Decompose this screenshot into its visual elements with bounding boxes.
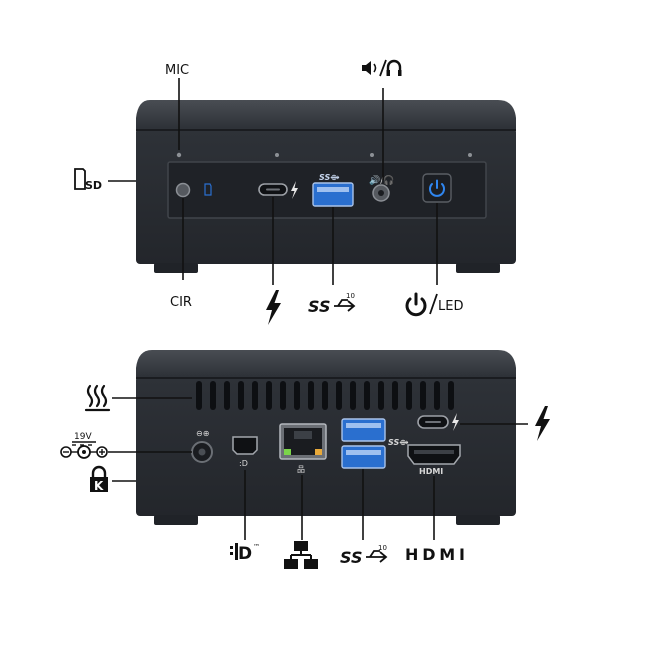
mini-displayport-icon: D ™ xyxy=(230,543,260,564)
hdmi-port xyxy=(407,444,461,465)
usb-superspeed-10-icon: SS 10 xyxy=(308,292,356,316)
rear-foot-right xyxy=(456,515,500,525)
svg-text:SS: SS xyxy=(340,548,362,567)
front-audio-small-icon: 🔊/🎧 xyxy=(369,174,394,186)
ethernet-led-green xyxy=(284,449,291,455)
front-thunderbolt-small-icon xyxy=(291,181,298,199)
front-usb-small-logo: SS⟴ xyxy=(319,173,340,182)
svg-text:K: K xyxy=(94,479,104,493)
svg-text:19V: 19V xyxy=(74,432,92,442)
svg-text:SD: SD xyxy=(85,179,102,192)
thunderbolt-icon xyxy=(266,290,281,325)
cir-label: CIR xyxy=(170,295,192,310)
svg-text:10: 10 xyxy=(346,292,355,300)
rear-thunderbolt-icon xyxy=(535,406,550,441)
svg-text::D: :D xyxy=(239,459,248,468)
cir-sensor xyxy=(175,182,191,198)
mini-displayport-port xyxy=(232,436,258,455)
power-icon: LED xyxy=(405,292,463,317)
front-foot-left xyxy=(154,263,198,273)
svg-text:10: 10 xyxy=(378,544,387,552)
sd-card-icon: SD xyxy=(74,168,102,192)
kensington-lock-icon: K xyxy=(90,465,108,493)
rear-chassis-top xyxy=(136,350,516,378)
mic-label: MIC xyxy=(165,63,189,78)
svg-text:SS: SS xyxy=(308,297,330,316)
ethernet-network-icon xyxy=(284,541,318,569)
hdmi-icon: HDMI xyxy=(405,545,465,564)
svg-text:HDMI: HDMI xyxy=(419,467,443,476)
dc-power-input-icon: 19V xyxy=(60,432,108,459)
mic-hole xyxy=(176,152,182,158)
rear-usb-small-logo: SS⟴ xyxy=(388,438,409,447)
front-foot-right xyxy=(456,263,500,273)
led-label: LED xyxy=(438,299,463,314)
rear-usb-a-port-top xyxy=(341,418,386,442)
rear-view: ⊖⊕ :D 品 SS⟴ HDMI xyxy=(60,350,550,569)
sd-indicator-icon xyxy=(204,183,212,196)
rear-usb-a-port-bottom xyxy=(341,445,386,469)
headphone-speaker-icon xyxy=(362,59,402,77)
svg-text:D: D xyxy=(238,544,252,564)
svg-text:品: 品 xyxy=(297,465,305,474)
dc-small-icon: ⊖⊕ xyxy=(196,429,209,438)
ventilation-heat-icon xyxy=(84,384,111,412)
front-view: SS⟴ 🔊/🎧 MIC xyxy=(74,59,516,325)
front-usb-a-port xyxy=(312,182,354,207)
svg-text:™: ™ xyxy=(253,543,260,551)
ethernet-led-amber xyxy=(315,449,322,455)
front-chassis-top xyxy=(136,100,516,130)
rear-usb-superspeed-10-icon: SS 10 xyxy=(340,544,388,567)
rear-vent-grille xyxy=(196,381,454,410)
rear-foot-left xyxy=(154,515,198,525)
